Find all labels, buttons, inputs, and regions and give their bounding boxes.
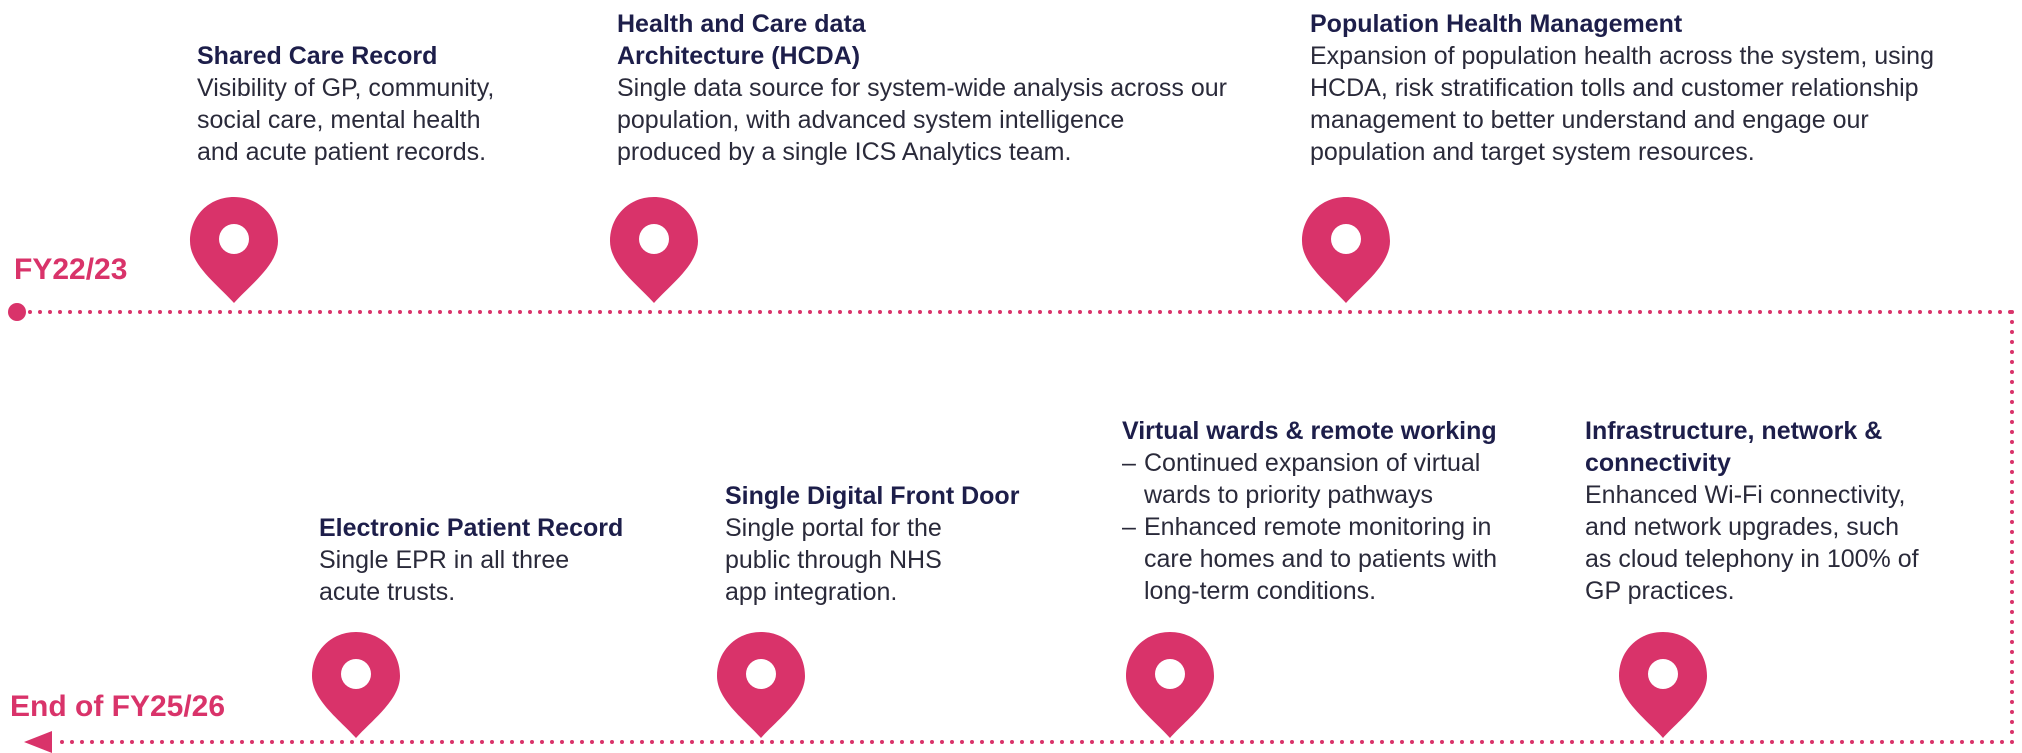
location-pin-icon [312, 632, 400, 738]
milestone-title: Shared Care Record [197, 42, 438, 70]
milestone-body: Single EPR in all three acute trusts. [319, 546, 570, 606]
milestone-body: Expansion of population health across th… [1310, 42, 1934, 166]
location-pin-icon [1619, 632, 1707, 738]
location-pin-icon [610, 197, 698, 303]
location-pin-icon [190, 197, 278, 303]
location-pin-icon [1302, 197, 1390, 303]
milestone-title: Population Health Management [1310, 10, 1683, 38]
period-label-start: FY22/23 [14, 253, 128, 286]
milestone-body: Single portal for the public through NHS… [725, 514, 942, 606]
milestone-title: Electronic Patient Record [319, 514, 624, 542]
timeline-arrow-head [24, 731, 52, 753]
location-pin-icon [1126, 632, 1214, 738]
milestone-digital-front-door: Single Digital Front Door Single portal … [725, 480, 1065, 608]
milestone-infrastructure: Infrastructure, network & connectivity E… [1585, 415, 1925, 607]
milestone-title: Virtual wards & remote working [1122, 417, 1497, 445]
timeline-start-dot [8, 303, 26, 321]
milestone-body: Visibility of GP, community, social care… [197, 74, 495, 166]
milestone-bullet: Enhanced remote monitoring in care homes… [1122, 511, 1532, 607]
milestone-body: Single data source for system-wide analy… [617, 74, 1227, 166]
milestone-bullet: Continued expansion of virtual wards to … [1122, 447, 1532, 511]
milestone-hcda: Health and Care data Architecture (HCDA)… [617, 8, 1227, 168]
location-pin-icon [717, 632, 805, 738]
milestone-body: Enhanced Wi-Fi connectivity, and network… [1585, 481, 1919, 605]
milestone-virtual-wards: Virtual wards & remote working Continued… [1122, 415, 1532, 607]
milestone-epr: Electronic Patient Record Single EPR in … [319, 512, 659, 608]
milestone-title: Health and Care data Architecture (HCDA) [617, 10, 866, 70]
milestone-bullet-list: Continued expansion of virtual wards to … [1122, 447, 1532, 607]
milestone-title: Infrastructure, network & connectivity [1585, 417, 1883, 477]
period-label-end: End of FY25/26 [10, 690, 226, 723]
milestone-title: Single Digital Front Door [725, 482, 1020, 510]
milestone-population-health: Population Health Management Expansion o… [1310, 8, 1975, 168]
milestone-shared-care-record: Shared Care Record Visibility of GP, com… [197, 40, 527, 168]
